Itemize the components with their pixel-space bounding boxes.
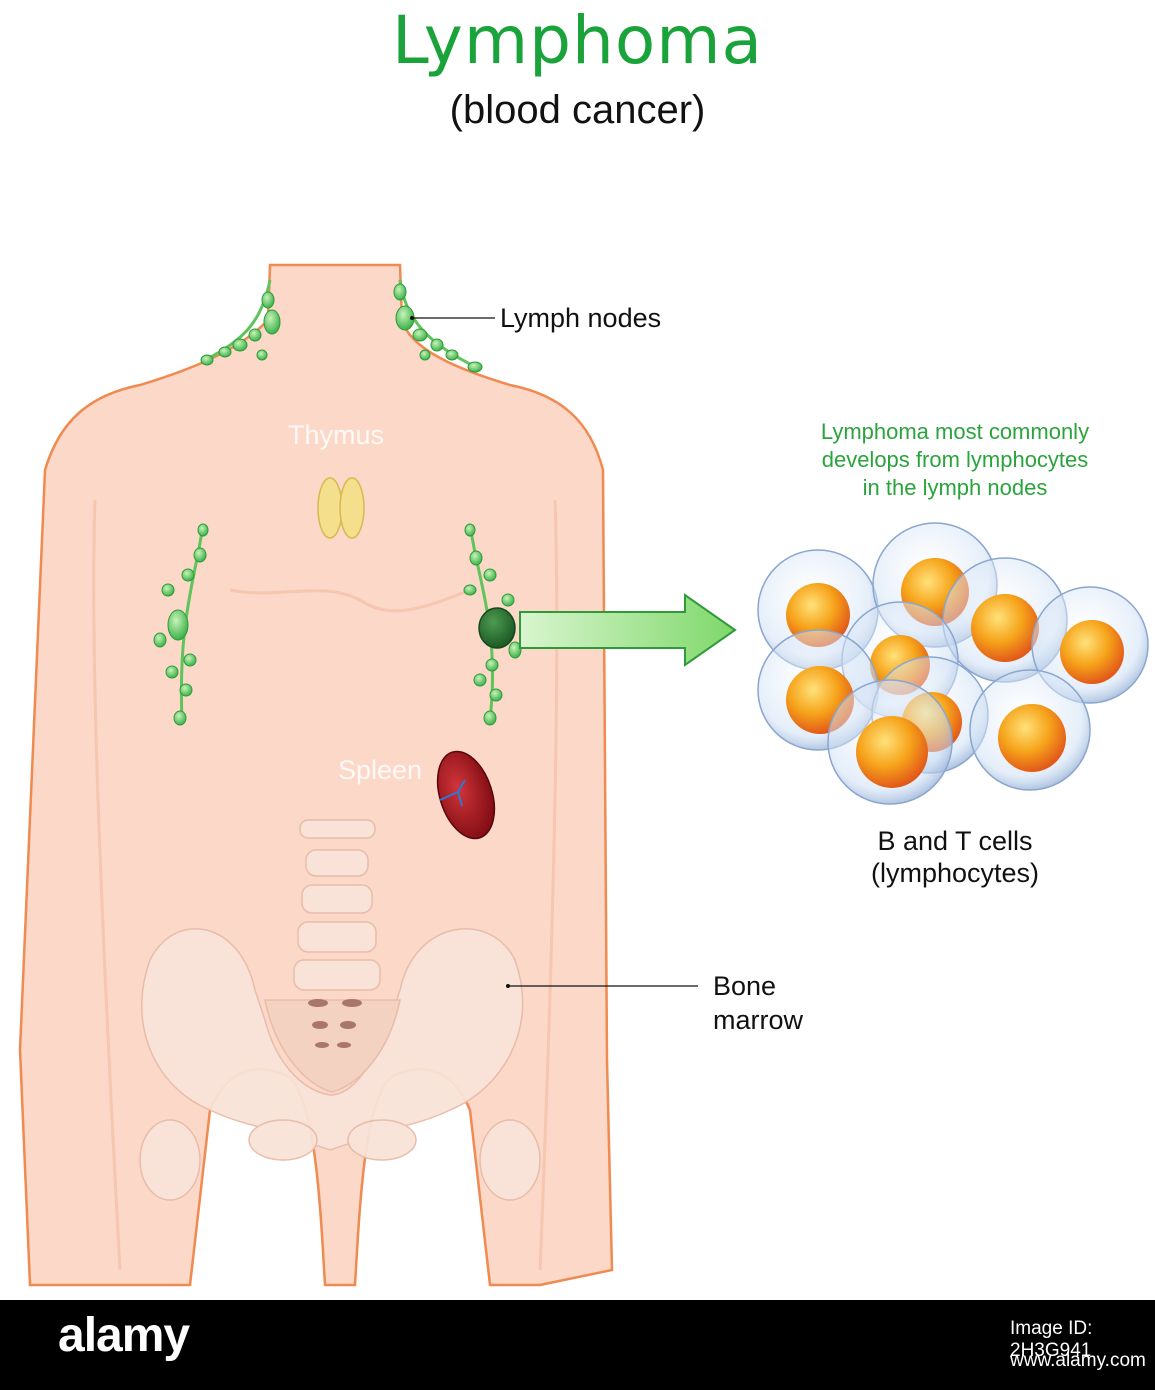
spleen [436, 750, 496, 840]
label-lymph-nodes: Lymph nodes [500, 303, 662, 333]
footer-bar [0, 1300, 1155, 1390]
lymph-nodes-neck-right [393, 279, 483, 373]
lymphoma-note: Lymphoma most commonly develops from lym… [760, 418, 1150, 502]
footer-url: www.alamy.com [1010, 1350, 1146, 1371]
label-spleen: Spleen [338, 755, 423, 785]
label-marrow: marrow [713, 1005, 804, 1035]
diagram-title: Lymphoma [392, 2, 763, 79]
note-line-3: in the lymph nodes [862, 475, 1048, 500]
cells-label-line-2: (lymphocytes) [870, 858, 1040, 888]
label-thymus: Thymus [288, 420, 385, 450]
affected-lymph-node [478, 607, 516, 649]
lymphoma-diagram [18, 263, 1149, 1287]
thymus [317, 477, 365, 539]
note-line-1: Lymphoma most commonly [820, 419, 1090, 444]
pelvis-skeleton [139, 819, 541, 1201]
lymph-nodes-axillary-left [153, 523, 209, 726]
footer-image-id: Image ID: 2H3G941 [1010, 1318, 1093, 1361]
note-line-2: develops from lymphocytes [821, 447, 1089, 472]
pointer-arrow [519, 593, 737, 667]
lymph-nodes-neck-left [200, 279, 281, 366]
cells-label-line-1: B and T cells [877, 826, 1033, 856]
footer-logo: alamy [58, 1309, 190, 1362]
lymphocyte-cluster [757, 522, 1149, 805]
diagram-subtitle: (blood cancer) [449, 88, 706, 132]
cells-label: B and T cells (lymphocytes) [820, 825, 1090, 889]
sacrum-holes [308, 999, 362, 1048]
lymph-nodes-axillary-right [463, 523, 522, 726]
label-bone: Bone [713, 971, 777, 1001]
